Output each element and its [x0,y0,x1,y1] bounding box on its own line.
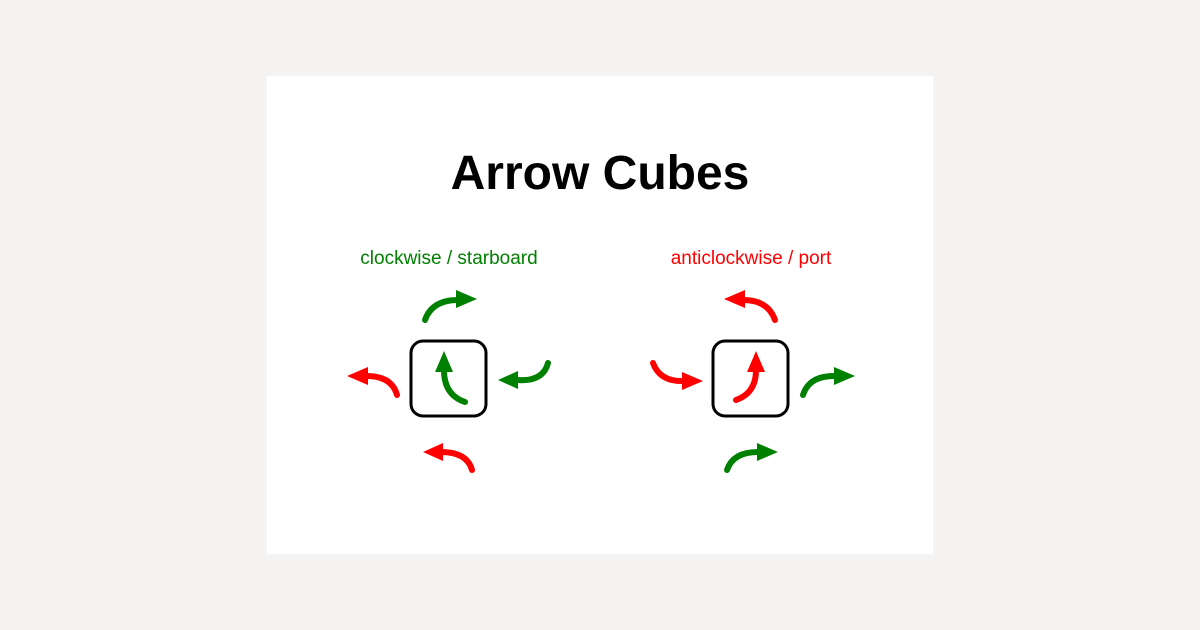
anticlockwise-center-arrow-icon [733,351,765,403]
anticlockwise-top-arrow-icon [724,290,778,323]
anticlockwise-bottom-arrow-icon [724,443,778,473]
anticlockwise-left-arrow-icon [650,360,703,390]
clockwise-right-arrow-icon [498,360,551,389]
clockwise-group [347,290,551,473]
content-card [267,76,933,554]
clockwise-top-arrow-icon [422,290,477,323]
clockwise-left-arrow-icon [347,367,400,398]
clockwise-bottom-arrow-icon [423,443,475,473]
clockwise-caption: clockwise / starboard [360,248,538,269]
anticlockwise-right-arrow-icon [800,367,855,398]
anticlockwise-group [650,290,855,473]
anticlockwise-caption: anticlockwise / port [670,248,832,269]
anticlockwise-cube [711,339,790,418]
clockwise-center-arrow-icon [435,351,468,405]
clockwise-cube [409,339,488,418]
page-title: Arrow Cubes [450,147,750,200]
